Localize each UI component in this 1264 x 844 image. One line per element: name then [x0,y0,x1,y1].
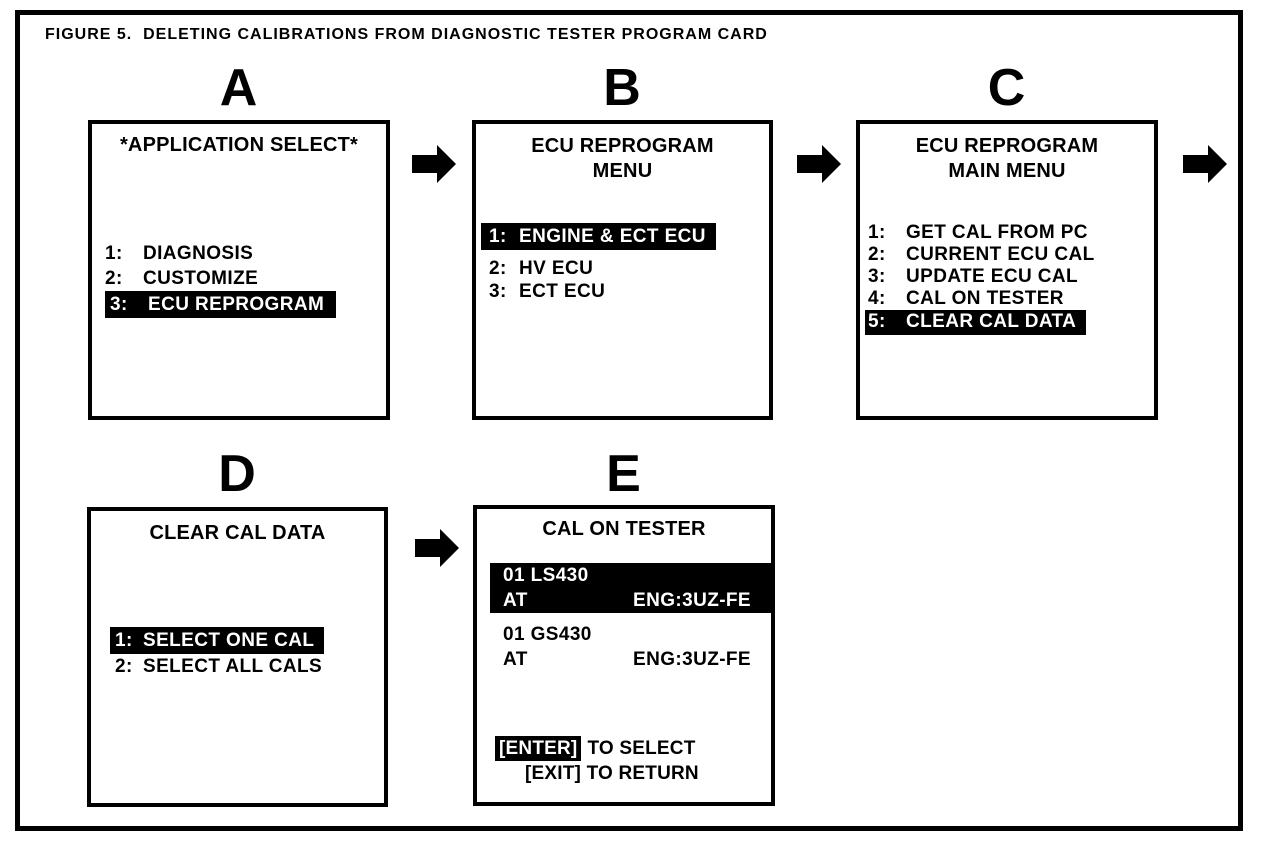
menu-item: 4: CAL ON TESTER [868,288,1064,310]
menu-item-number: 2: [868,244,886,265]
flow-arrow-c-continue [1183,141,1227,187]
menu-item: 3: UPDATE ECU CAL [868,266,1078,288]
screen-e-cal-list: 01 LS430 AT ENG:3UZ-FE 01 GS430 AT ENG:3… [490,563,771,672]
menu-item-number: 2: [105,268,123,289]
screen-e-header: CAL ON TESTER [542,518,706,540]
menu-item-selected: 1: SELECT ONE CAL [110,627,325,654]
menu-item: 1: DIAGNOSIS [105,241,253,266]
menu-item-number: 4: [868,288,886,309]
menu-item-selected: 3: ECU REPROGRAM [105,291,337,318]
screen-e-footer: [ENTER]TO SELECT [EXIT] TO RETURN [481,736,773,786]
screen-e-cal-on-tester: CAL ON TESTER 01 LS430 AT ENG:3UZ-FE 01 … [473,505,775,806]
menu-item: 3: ECT ECU [481,280,605,303]
menu-item-label: GET CAL FROM PC [906,222,1088,243]
right-block-arrow-icon [797,145,841,183]
menu-item-label: CURRENT ECU CAL [906,244,1095,265]
flow-arrow-a-to-b [412,141,456,187]
screen-d-header: CLEAR CAL DATA [149,522,326,544]
footer-exit-hint: [EXIT] TO RETURN [525,763,699,784]
right-block-arrow-icon [412,145,456,183]
menu-item-label: CAL ON TESTER [906,288,1064,309]
menu-item-number: 1: [105,243,123,264]
menu-item-label: CUSTOMIZE [143,268,259,289]
screen-a-header: *APPLICATION SELECT* [119,134,359,156]
menu-item: 2: CURRENT ECU CAL [868,244,1095,266]
menu-item: 2: SELECT ALL CALS [110,654,322,679]
menu-item-label: ENGINE & ECT ECU [519,226,706,247]
screen-label-a: A [219,59,259,117]
cal-entry-transmission: AT [503,590,528,611]
flow-arrow-b-to-c [797,141,841,187]
right-block-arrow-icon [1183,145,1227,183]
screen-label-c: C [987,59,1027,117]
menu-item-number: 3: [489,281,507,302]
menu-item-number: 2: [115,656,133,677]
menu-item: 2: CUSTOMIZE [105,266,258,291]
screen-b-ecu-reprogram-menu: ECU REPROGRAM MENU 1: ENGINE & ECT ECU 2:… [472,120,773,420]
screen-d-menu: 1: SELECT ONE CAL 2: SELECT ALL CALS [110,627,325,679]
cal-entry-engine: ENG:3UZ-FE [633,590,751,611]
menu-item: 2: HV ECU [481,257,593,280]
figure-title: FIGURE 5. DELETING CALIBRATIONS FROM DIA… [45,26,768,43]
menu-item-number: 1: [868,222,886,243]
screen-label-b: B [603,59,642,117]
screen-c-header: ECU REPROGRAM MAIN MENU [915,135,1099,182]
cal-entry-detail: AT ENG:3UZ-FE [503,588,751,613]
menu-item-label: SELECT ALL CALS [143,656,323,677]
menu-item-label: DIAGNOSIS [143,243,254,264]
screen-a-application-select: *APPLICATION SELECT* 1: DIAGNOSIS 2: CUSTO… [88,120,390,420]
right-block-arrow-icon [415,529,459,567]
cal-entry-model: 01 GS430 [503,624,592,645]
screen-c-menu: 1: GET CAL FROM PC 2: CURRENT ECU CAL 3: UP… [865,222,1095,335]
enter-action-label: TO SELECT [587,738,696,759]
screen-label-d: D [218,445,257,503]
cal-entry-detail: AT ENG:3UZ-FE [503,647,751,672]
cal-entry-selected: 01 LS430 AT ENG:3UZ-FE [490,563,771,613]
menu-item-label: SELECT ONE CAL [143,630,315,651]
menu-item-number: 3: [110,294,128,315]
screen-b-menu: 1: ENGINE & ECT ECU 2: HV ECU 3: ECT ECU [481,223,716,303]
screen-label-e: E [606,445,642,503]
menu-item-selected: 1: ENGINE & ECT ECU [481,223,716,250]
menu-item-number: 5: [868,311,886,332]
menu-item-label: CLEAR CAL DATA [906,311,1077,332]
menu-item-selected: 5: CLEAR CAL DATA [865,310,1087,335]
menu-item-number: 1: [115,630,133,651]
menu-item-number: 2: [489,258,507,279]
menu-item-number: 3: [868,266,886,287]
screen-d-clear-cal-data: CLEAR CAL DATA 1: SELECT ONE CAL 2: SELECT… [87,507,388,807]
cal-entry-transmission: AT [503,649,528,670]
flow-arrow-d-to-e [415,525,459,571]
menu-item-label: ECT ECU [519,281,606,302]
menu-item-label: UPDATE ECU CAL [906,266,1079,287]
screen-c-ecu-reprogram-main-menu: ECU REPROGRAM MAIN MENU 1: GET CAL FROM P… [856,120,1158,420]
screen-b-header: ECU REPROGRAM MENU [531,135,714,182]
menu-item-label: ECU REPROGRAM [148,294,325,315]
cal-entry: 01 GS430 AT ENG:3UZ-FE [490,622,771,672]
enter-key-label: [ENTER] [495,736,582,761]
menu-item-label: HV ECU [519,258,594,279]
footer-enter-hint: [ENTER]TO SELECT [481,736,773,761]
figure-border [15,10,1243,831]
cal-entry-model: 01 LS430 [503,565,589,586]
screen-a-menu: 1: DIAGNOSIS 2: CUSTOMIZE 3: ECU REPROGRAM [105,241,337,318]
cal-entry-engine: ENG:3UZ-FE [633,649,751,670]
menu-item-number: 1: [489,226,507,247]
menu-item: 1: GET CAL FROM PC [868,222,1088,244]
